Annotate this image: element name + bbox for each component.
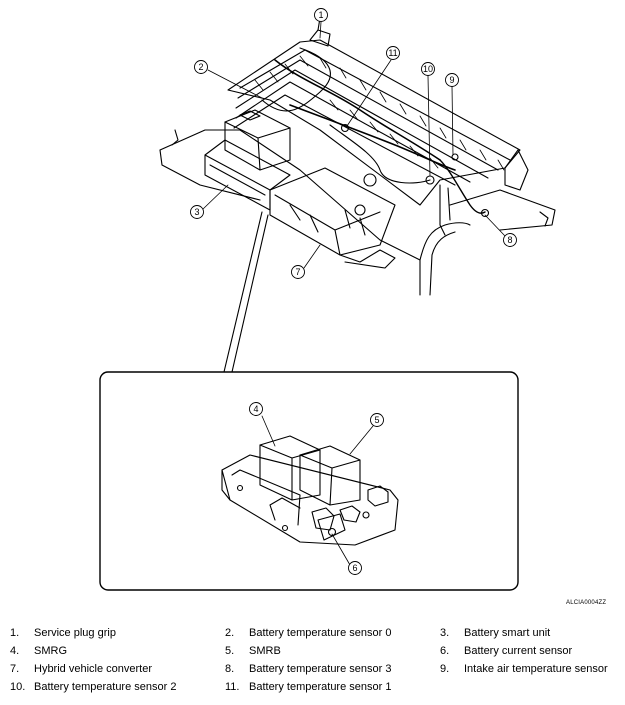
legend-label: Battery current sensor bbox=[464, 645, 573, 657]
relay-detail-drawing bbox=[221, 435, 399, 546]
figure-reference-code: ALCIA0004ZZ bbox=[566, 600, 607, 606]
legend-label: SMRG bbox=[34, 645, 67, 657]
legend-label: Battery temperature sensor 2 bbox=[34, 681, 177, 693]
callout-10: 10 bbox=[421, 62, 435, 76]
legend-number: 9. bbox=[440, 663, 450, 675]
callout-4: 4 bbox=[249, 402, 263, 416]
callout-5: 5 bbox=[370, 413, 384, 427]
legend-item: 9. Intake air temperature sensor bbox=[440, 663, 608, 675]
callout-label: 8 bbox=[507, 235, 512, 245]
legend-label: Battery temperature sensor 1 bbox=[249, 681, 392, 693]
legend-row: 10. Battery temperature sensor 2 11. Batte… bbox=[10, 681, 622, 699]
legend-item: 7. Hybrid vehicle converter bbox=[10, 663, 152, 675]
battery-pack-drawing bbox=[159, 17, 556, 296]
legend-label: Battery smart unit bbox=[464, 627, 551, 639]
parts-legend: 1. Service plug grip 2. Battery temperatur… bbox=[10, 627, 622, 699]
legend-label: Battery temperature sensor 0 bbox=[249, 627, 392, 639]
legend-number: 4. bbox=[10, 645, 20, 657]
callout-9: 9 bbox=[445, 73, 459, 87]
callout-label: 5 bbox=[374, 415, 379, 425]
hybrid-battery-diagram: 1 2 3 4 5 6 7 8 bbox=[99, 8, 556, 591]
legend-number: 8. bbox=[225, 663, 235, 675]
callout-label: 6 bbox=[352, 563, 357, 573]
callout-label: 4 bbox=[253, 404, 258, 414]
legend-label: Service plug grip bbox=[34, 627, 116, 639]
legend-item: 5. SMRB bbox=[225, 645, 281, 657]
legend-item: 10. Battery temperature sensor 2 bbox=[10, 681, 176, 693]
callout-11: 11 bbox=[386, 46, 400, 60]
legend-number: 1. bbox=[10, 627, 20, 639]
callout-label: 10 bbox=[423, 64, 433, 74]
legend-number: 11. bbox=[225, 681, 240, 693]
callout-label: 1 bbox=[318, 10, 323, 20]
legend-label: Hybrid vehicle converter bbox=[34, 663, 152, 675]
callout-label: 3 bbox=[194, 207, 199, 217]
legend-item: 4. SMRG bbox=[10, 645, 67, 657]
legend-item: 6. Battery current sensor bbox=[440, 645, 572, 657]
callout-1: 1 bbox=[314, 8, 328, 22]
legend-item bbox=[440, 681, 464, 693]
legend-item: 8. Battery temperature sensor 3 bbox=[225, 663, 391, 675]
legend-number: 7. bbox=[10, 663, 20, 675]
callout-3: 3 bbox=[190, 205, 204, 219]
legend-number: 2. bbox=[225, 627, 235, 639]
legend-label: Battery temperature sensor 3 bbox=[249, 663, 392, 675]
legend-row: 7. Hybrid vehicle converter 8. Battery tem… bbox=[10, 663, 622, 681]
callout-8: 8 bbox=[503, 233, 517, 247]
callout-label: 11 bbox=[388, 48, 397, 58]
callout-2: 2 bbox=[194, 60, 208, 74]
callouts: 1 2 3 4 5 6 7 8 bbox=[190, 8, 517, 575]
legend-number: 5. bbox=[225, 645, 235, 657]
legend-item: 1. Service plug grip bbox=[10, 627, 116, 639]
callout-label: 2 bbox=[198, 62, 203, 72]
legend-item: 2. Battery temperature sensor 0 bbox=[225, 627, 391, 639]
callout-7: 7 bbox=[291, 265, 305, 279]
legend-number: 3. bbox=[440, 627, 450, 639]
legend-label: SMRB bbox=[249, 645, 281, 657]
legend-label: Intake air temperature sensor bbox=[464, 663, 608, 675]
legend-row: 1. Service plug grip 2. Battery temperatur… bbox=[10, 627, 622, 645]
callout-6: 6 bbox=[348, 561, 362, 575]
legend-item: 3. Battery smart unit bbox=[440, 627, 550, 639]
callout-label: 7 bbox=[295, 267, 300, 277]
detail-inset-frame bbox=[99, 371, 519, 591]
legend-number: 6. bbox=[440, 645, 450, 657]
legend-number: 10. bbox=[10, 681, 26, 693]
legend-row: 4. SMRG 5. SMRB 6. Battery current sensor bbox=[10, 645, 622, 663]
callout-label: 9 bbox=[449, 75, 454, 85]
legend-item: 11. Battery temperature sensor 1 bbox=[225, 681, 391, 693]
